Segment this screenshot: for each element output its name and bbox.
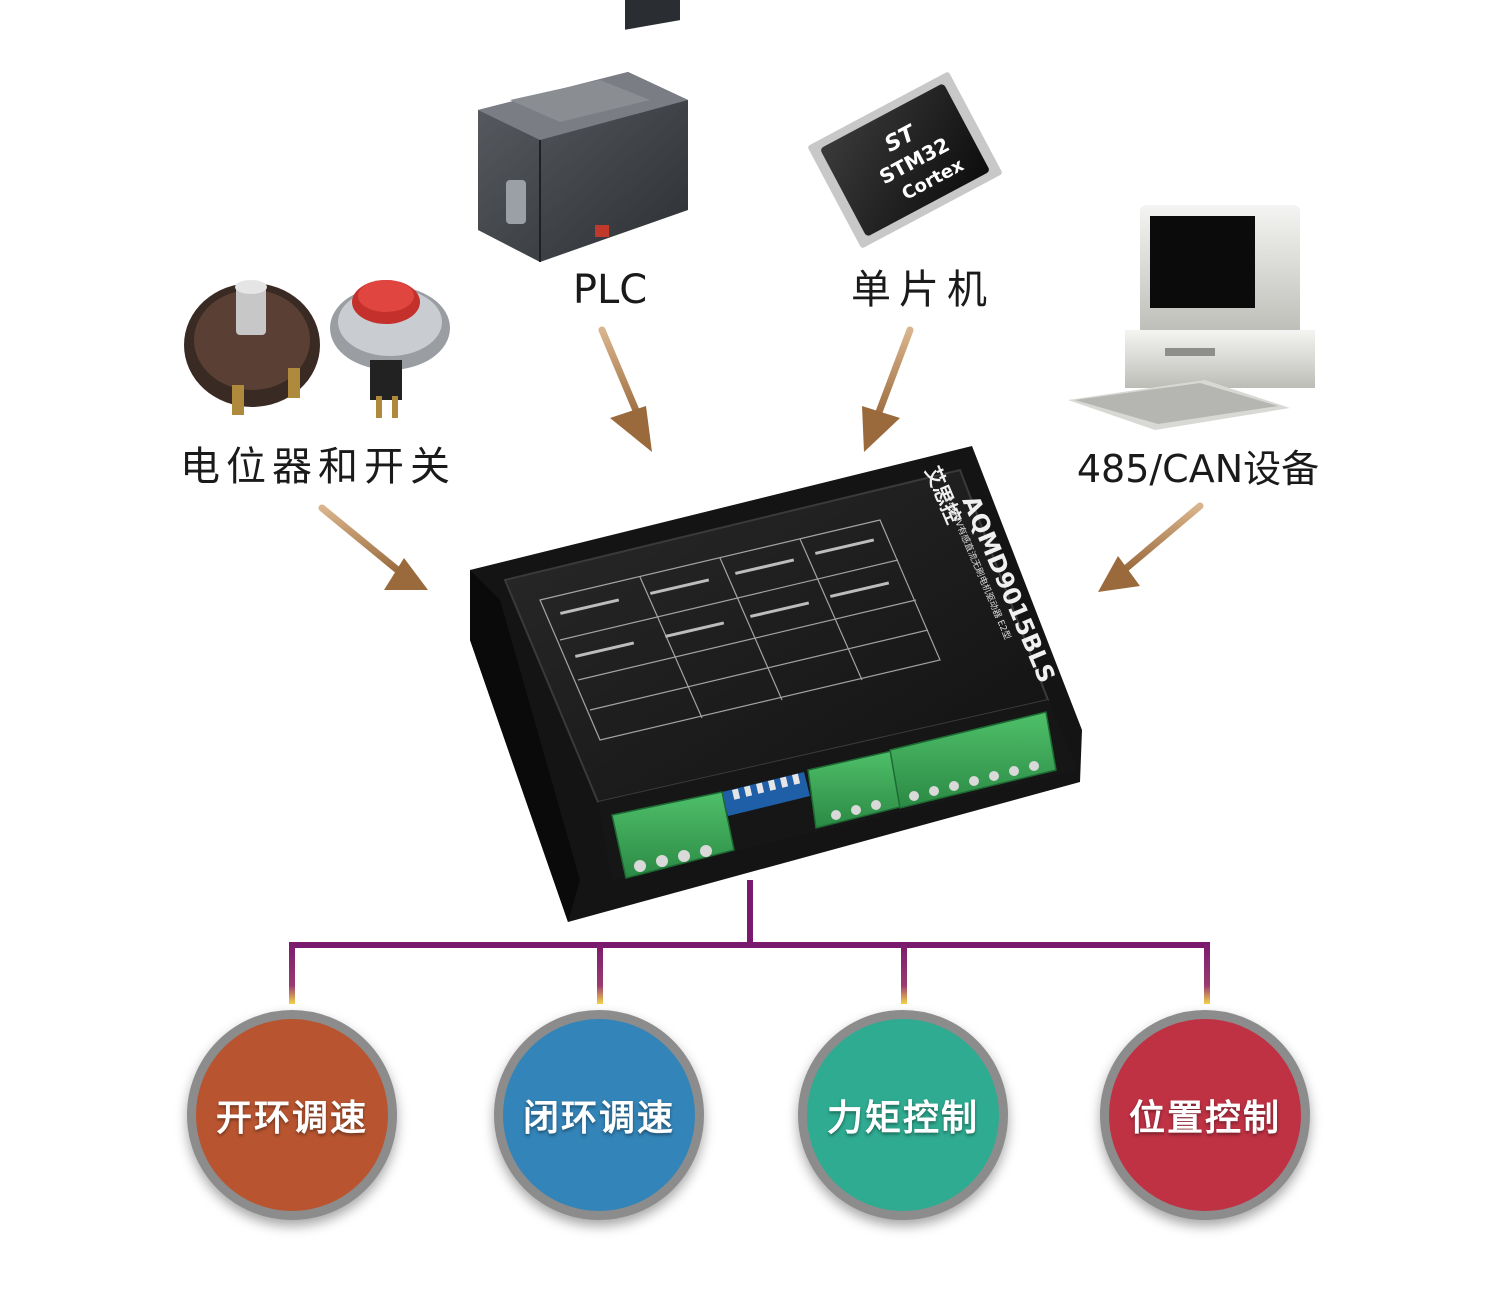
computer-icon [1068,205,1315,430]
mode-position-control: 位置控制 [1100,1010,1310,1220]
plc-icon [478,0,688,262]
mcu-chip-icon: ST STM32 Cortex [808,72,1002,248]
mode-label: 力矩控制 [826,1098,979,1139]
arrow-plc [598,326,652,452]
mode-connector-tree [289,880,1210,1004]
driver-module: 艾思控 AQMD9015BLS 24-90V有感直流无刷电机驱动器 E2型 [470,446,1082,922]
input-label-mcu: 单片机 [851,267,995,313]
mode-open-loop-speed: 开环调速 [187,1010,397,1220]
input-label-can: 485/CAN设备 [1077,447,1319,491]
mode-closed-loop-speed: 闭环调速 [494,1010,704,1220]
mode-label: 开环调速 [215,1098,368,1139]
potentiometer-switch-icon [184,280,450,418]
arrow-mcu [862,326,914,452]
mode-label: 位置控制 [1128,1098,1281,1139]
mode-label: 闭环调速 [522,1098,675,1139]
mode-torque-control: 力矩控制 [798,1010,1008,1220]
arrow-can [1098,502,1204,592]
input-label-pot: 电位器和开关 [180,444,456,490]
arrow-pot [318,504,428,590]
input-label-plc: PLC [573,267,647,313]
